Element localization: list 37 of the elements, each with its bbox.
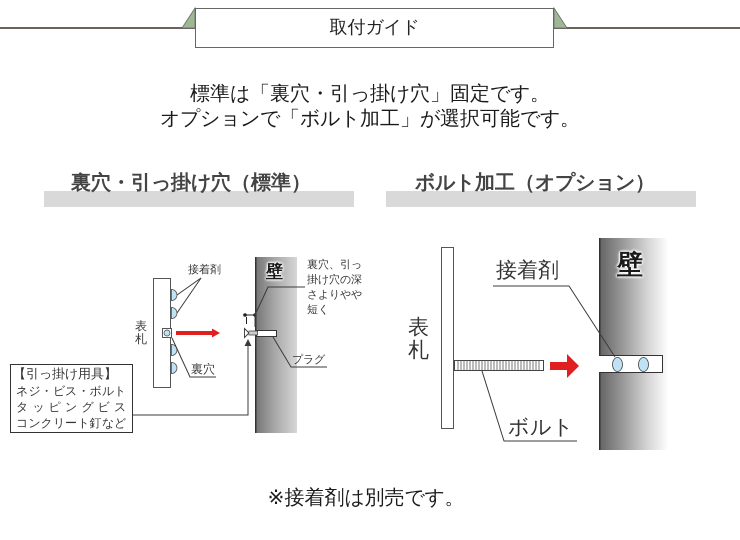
wall [599,238,669,450]
callout-text: 接着剤 [496,258,559,284]
arrow [176,328,220,338]
back-hole [162,328,172,338]
plate-label: 表札 [408,316,430,362]
leader-line [172,338,216,378]
plug [256,330,277,337]
tools-box [10,364,133,433]
leader-line [176,278,202,296]
list-item: コンクリート釘など [16,415,126,431]
section-heading: 裏穴・引っ掛け穴（標準） [71,170,311,194]
wall-label: 壁 [266,262,283,282]
leader-line [482,370,578,442]
footnote: ※接着剤は別売です。 [268,485,464,509]
intro-text: 標準は「裏穴・引っ掛け穴」固定です。 [190,81,550,105]
title-banner: 取付ガイド [195,8,554,48]
leader-line [254,286,306,328]
list-item: ネジ・ビス・ボルト [16,383,126,399]
callout-text: ボルト [508,415,574,440]
arrow [550,354,579,378]
section-heading: ボルト加工（オプション） [415,170,655,194]
arrow [132,339,252,416]
callout-text: 接着剤 [188,263,221,276]
wall-label: 壁 [617,250,643,282]
plate-label: 表札 [135,320,148,346]
callout-text: 裏穴 [191,362,215,376]
screw [244,328,258,338]
list-item: タッピングビス [16,399,126,415]
bolt [454,360,544,371]
glue-dot [638,357,649,372]
glue-dot [612,357,623,372]
leader-line [176,278,202,314]
callout-text: プラグ [292,353,325,366]
intro-text: オプションで「ボルト加工」が選択可能です。 [160,106,580,130]
box-heading: 【引っ掛け用具】 [13,366,117,383]
note-text: 裏穴、引っ掛け穴の深さよりやや短く [307,257,364,317]
leader-line [272,336,328,368]
